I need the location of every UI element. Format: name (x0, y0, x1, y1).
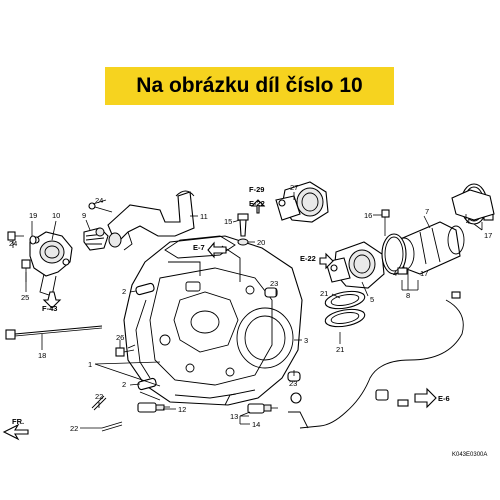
callout-11: 11 (200, 212, 208, 221)
part-2-dowel-upper (135, 282, 155, 296)
callout-24-left: 24 (9, 239, 17, 248)
part-16-bolt (381, 209, 390, 236)
callout-16: 16 (364, 211, 372, 220)
callout-8: 8 (406, 291, 410, 300)
callout-3: 3 (304, 336, 308, 345)
fr-direction-arrow (2, 423, 29, 441)
part-15-sensor (237, 213, 249, 246)
part-12-spark-plug (137, 402, 170, 413)
o2-sensor-wire (288, 291, 464, 429)
callout-25: 25 (21, 293, 29, 302)
part-17-clamp-left (381, 233, 408, 275)
callout-17-lower: 17 (420, 269, 428, 278)
callout-21-lower: 21 (336, 345, 344, 354)
part-27-insulator (275, 181, 329, 223)
callout-22-lower: 22 (70, 424, 78, 433)
part-19-seal (29, 235, 37, 245)
ref-f-43: F-43 (42, 304, 57, 313)
part-7-connecting-tube (393, 221, 465, 275)
part-23-upper (264, 287, 278, 298)
callout-4-lower: 4 (393, 269, 397, 278)
callout-23-upper: 23 (270, 279, 278, 288)
part-22-stud-lower (101, 421, 123, 432)
callout-22-upper: 22 (95, 392, 103, 401)
fr-label: FR. (12, 417, 24, 426)
e-6-arrow (414, 387, 437, 409)
callout-24-top: 24 (95, 196, 103, 205)
callout-10: 10 (52, 211, 60, 220)
callout-1: 1 (88, 360, 92, 369)
ref-e-22-lower: E-22 (300, 254, 316, 263)
callout-2-lower: 2 (122, 380, 126, 389)
callout-23-lower: 23 (289, 379, 297, 388)
part-2-dowel-lower (137, 377, 157, 391)
part-24-bolt-left (7, 231, 24, 241)
callout-19: 19 (29, 211, 37, 220)
callout-7: 7 (425, 207, 429, 216)
banner-text: Na obrázku díl číslo 10 (136, 74, 363, 97)
f-43-arrow (42, 291, 62, 309)
part-22-stud-upper (91, 395, 107, 411)
callout-18: 18 (38, 351, 46, 360)
part-9-thermostat (83, 227, 109, 251)
e-22-arrow-lower (319, 252, 334, 270)
part-10-housing (29, 231, 73, 297)
callout-12: 12 (178, 405, 186, 414)
part-14-sensor (247, 403, 278, 414)
callout-labels: 24 11 27 15 20 16 19 10 9 24 1 4 7 17 4 … (9, 183, 492, 433)
callout-26: 26 (116, 333, 124, 342)
breather-pipe-bracket (88, 190, 195, 251)
cylinder-head (123, 235, 303, 406)
callout-17-right: 17 (484, 231, 492, 240)
part-4-clamp-screw (451, 189, 495, 221)
ref-e-7: E-7 (193, 243, 205, 252)
ref-f-29: F-29 (249, 185, 264, 194)
part-21-gasket-lower (324, 308, 366, 328)
callout-4-upper: 4 (466, 217, 470, 226)
callout-5: 5 (370, 295, 374, 304)
callout-15: 15 (224, 217, 232, 226)
e-7-arrow (207, 241, 227, 259)
ref-e-6: E-6 (438, 394, 450, 403)
leader-lines (12, 192, 483, 429)
callout-27: 27 (290, 183, 298, 192)
reference-labels: F-29 E-22 E-7 E-22 F-43 E-6 FR. K043E030… (12, 185, 487, 458)
part-18-stud-bolt (5, 325, 103, 340)
part-5-intake-pipe (325, 241, 385, 289)
e-22-arrow-upper (250, 199, 266, 214)
callout-20: 20 (257, 238, 265, 247)
callout-9: 9 (82, 211, 86, 220)
callout-21-upper: 21 (320, 289, 328, 298)
part-number-banner: Na obrázku díl číslo 10 (105, 67, 394, 105)
callout-13: 13 (230, 412, 238, 421)
callout-14: 14 (252, 420, 260, 429)
diagram-code: K043E0300A (452, 452, 487, 458)
ref-e-22-upper: E-22 (249, 199, 265, 208)
part-21-gasket-upper (324, 290, 366, 310)
callout-2-upper: 2 (122, 287, 126, 296)
